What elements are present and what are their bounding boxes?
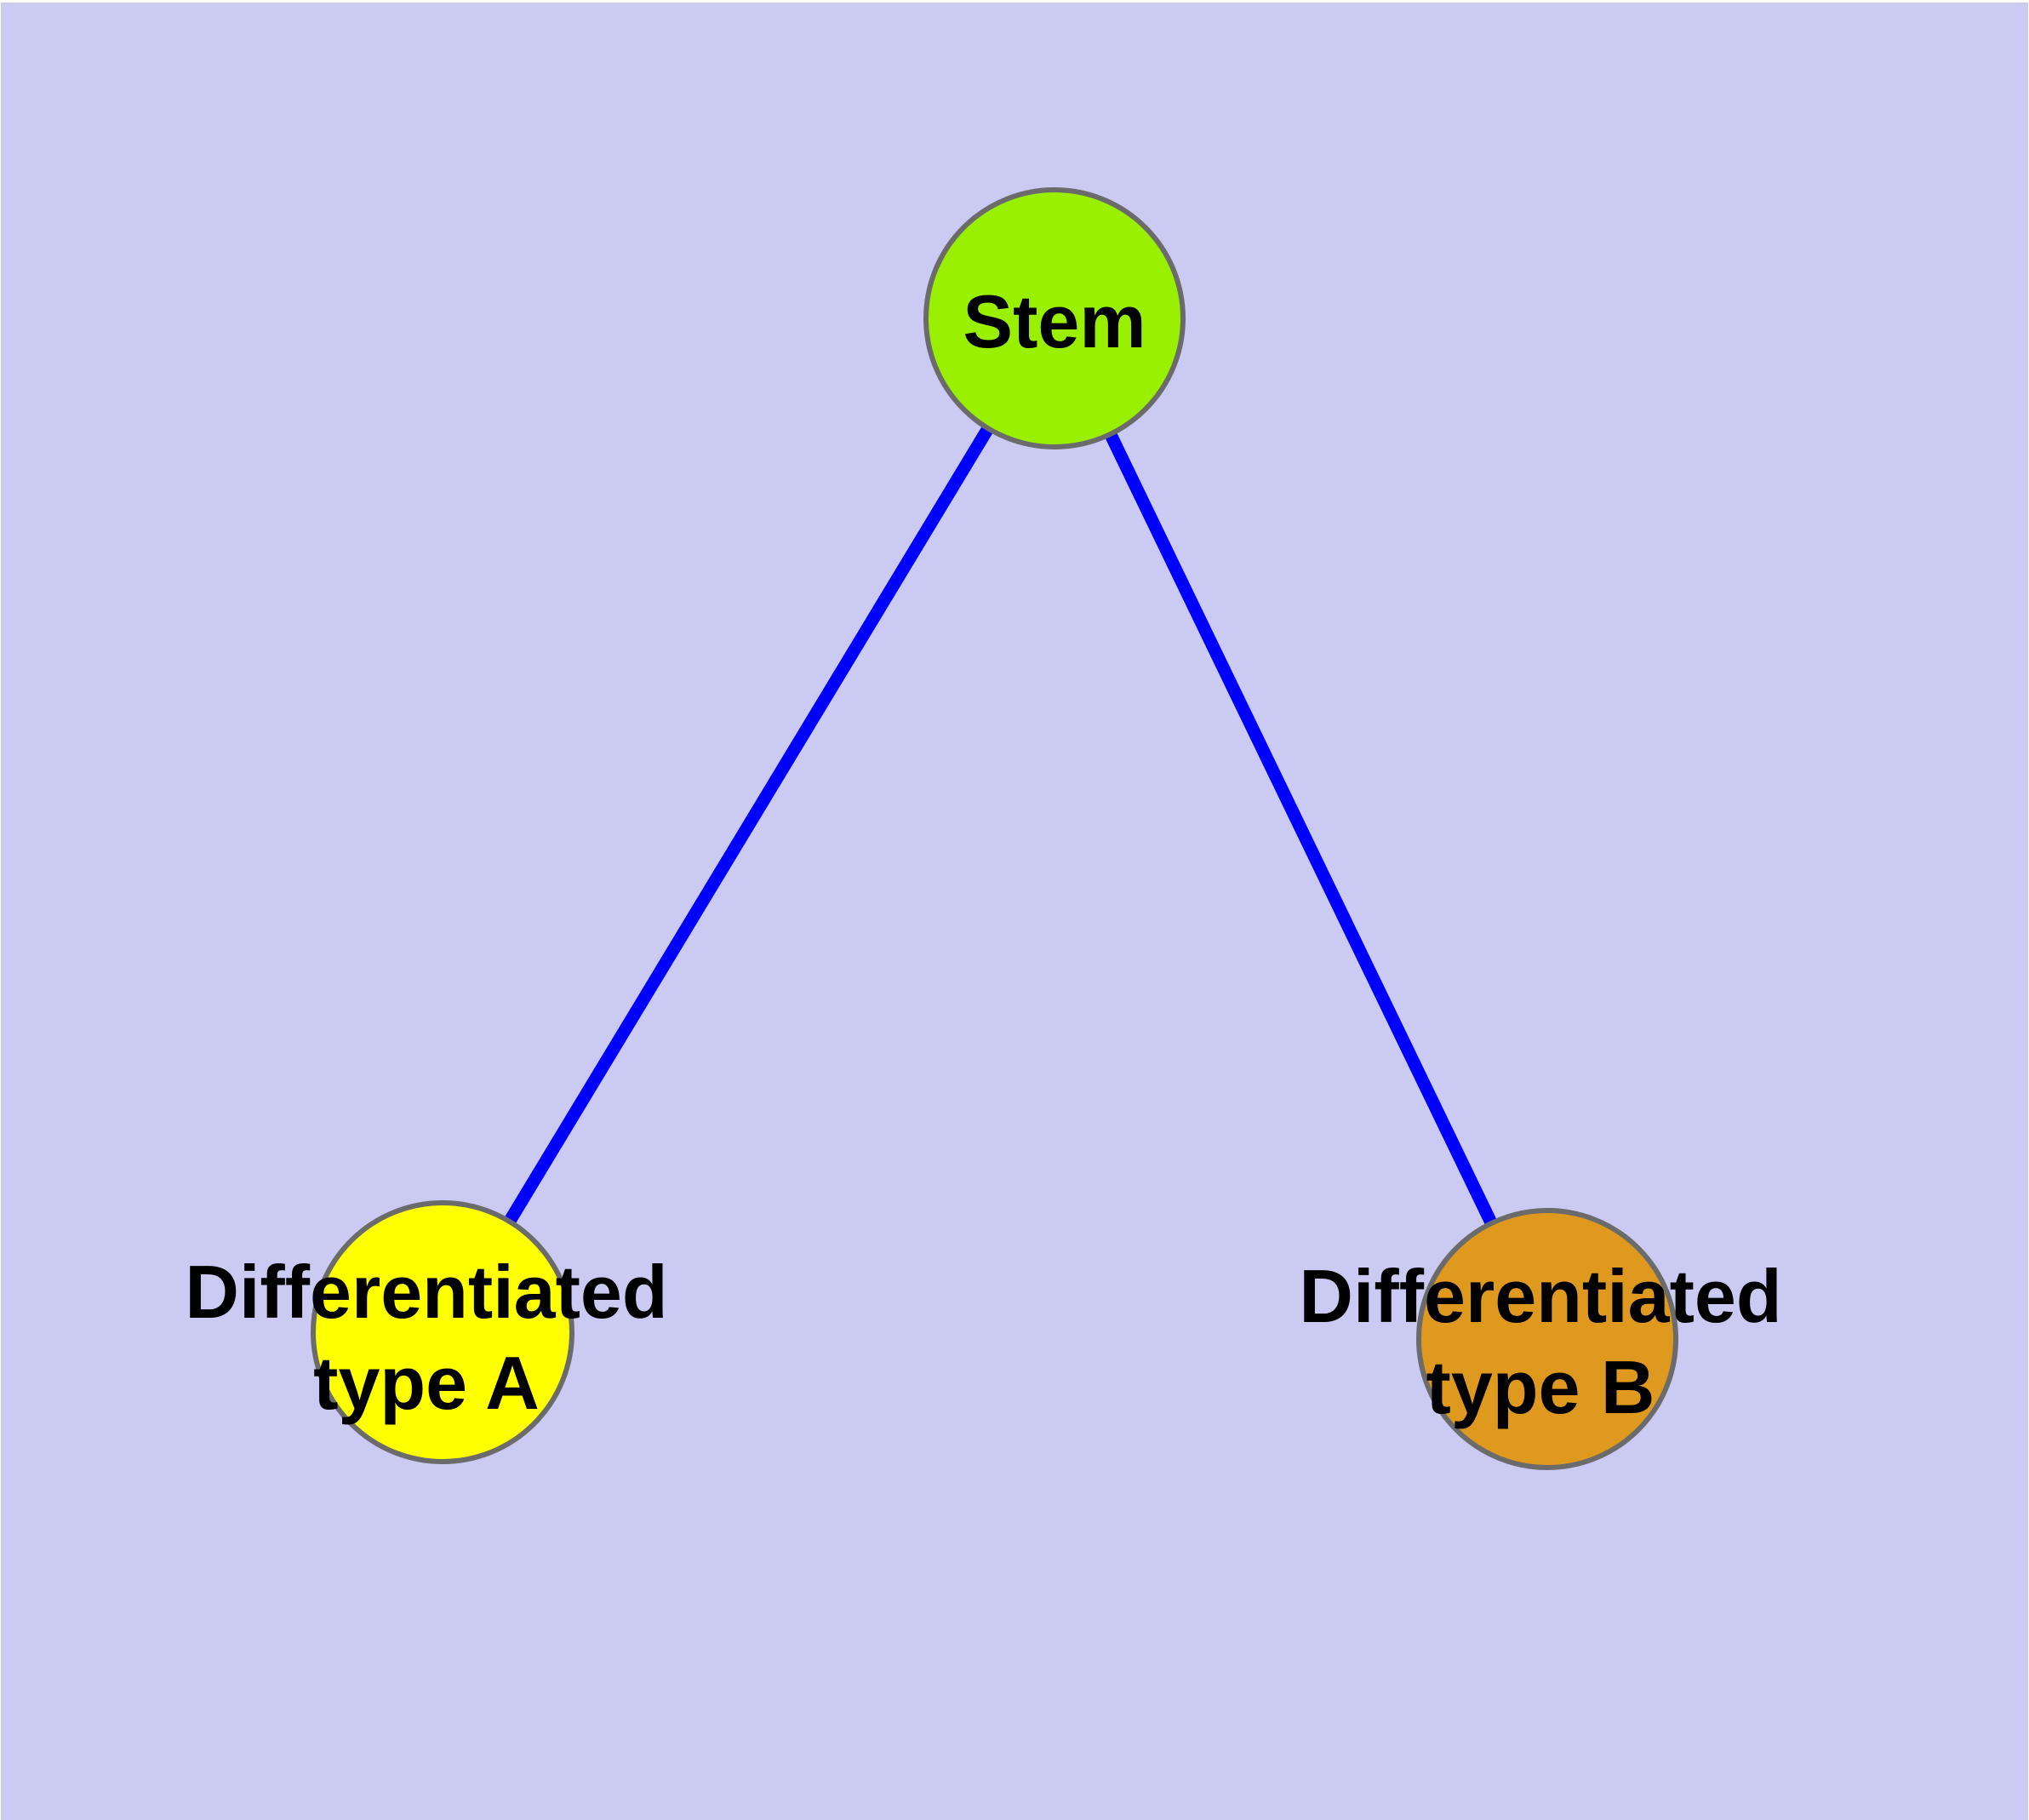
node-type-a-label-line1: Differentiated <box>185 1250 667 1334</box>
edge-stem-to-type-a <box>437 315 1060 1336</box>
node-stem <box>923 187 1186 449</box>
edge-stem-to-type-b <box>1049 315 1553 1342</box>
node-stem-label: Stem <box>963 279 1146 363</box>
node-type-b-label-line2: type B <box>1426 1345 1655 1429</box>
node-differentiated-type-b <box>1416 1208 1678 1470</box>
node-type-a-label-line2: type A <box>313 1341 540 1425</box>
node-type-b-label-line1: Differentiated <box>1299 1254 1781 1338</box>
node-differentiated-type-a <box>311 1200 574 1464</box>
